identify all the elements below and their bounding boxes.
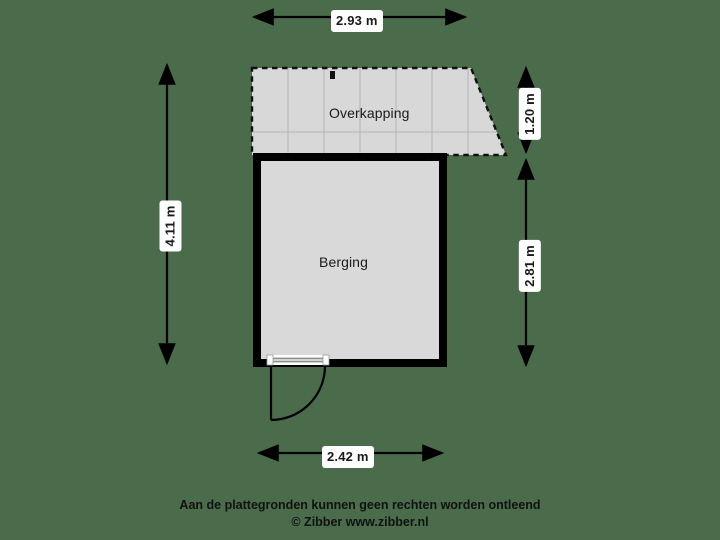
berging-door (266, 354, 330, 422)
room-label-berging: Berging (319, 254, 368, 270)
footer-line-1: Aan de plattegronden kunnen geen rechten… (179, 498, 541, 512)
overkapping-shape (250, 66, 508, 157)
dimension-label-right-top: 1.20 m (518, 88, 541, 140)
footer-disclaimer: Aan de plattegronden kunnen geen rechten… (0, 497, 720, 531)
footer-line-2: © Zibber www.zibber.nl (291, 515, 429, 529)
dimension-label-bottom: 2.42 m (322, 446, 374, 468)
overkapping-grid (252, 68, 506, 155)
berging-shape (253, 153, 447, 367)
dimension-label-left: 4.11 m (159, 200, 182, 252)
room-label-overkapping: Overkapping (329, 105, 410, 121)
canopy-post-marker (330, 71, 335, 79)
dimension-label-top: 2.93 m (331, 10, 383, 32)
dimension-label-right-bottom: 2.81 m (518, 240, 541, 292)
